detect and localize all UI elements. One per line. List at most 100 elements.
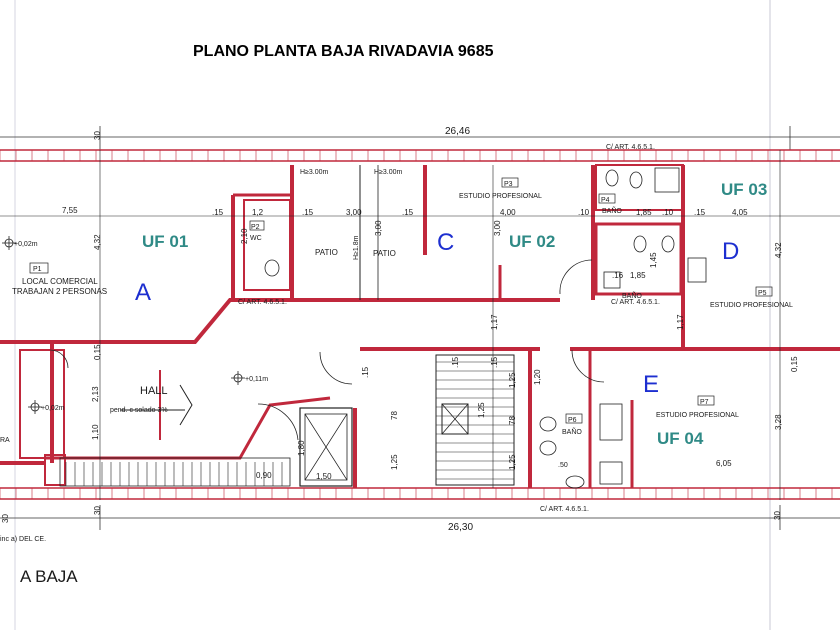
svg-text:30: 30 <box>93 131 102 140</box>
room-p7-label: ESTUDIO PROFESIONAL <box>656 412 739 419</box>
svg-text:30: 30 <box>1 514 10 523</box>
room-p7-tag: P7 <box>700 399 709 406</box>
art-note-mid-1: C/ ART. 4.6.5.1. <box>238 299 287 306</box>
art-note-top: C/ ART. 4.6.5.1. <box>606 144 655 151</box>
zone-e-label: E <box>643 371 659 398</box>
svg-text:3,28: 3,28 <box>774 414 783 430</box>
svg-text:2,13: 2,13 <box>91 386 100 402</box>
room-p3-tag: P3 <box>504 181 513 188</box>
svg-text:0,90: 0,90 <box>256 471 272 480</box>
svg-text:1,17: 1,17 <box>490 314 499 330</box>
svg-text:0,15: 0,15 <box>790 356 799 372</box>
dimension-labels: 7,55 4,32 1,2 .15 2,10 H≥3.00m H≥3.00m .… <box>1 131 799 523</box>
total-width-top: 26,46 <box>445 126 470 137</box>
room-p1-tag: P1 <box>33 266 42 273</box>
room-p3-label: ESTUDIO PROFESIONAL <box>459 193 542 200</box>
svg-text:.15: .15 <box>694 208 706 217</box>
patio-1-label: PATIO <box>315 248 338 257</box>
svg-text:H≥3.00m: H≥3.00m <box>300 169 329 176</box>
patio-2-label: PATIO <box>373 249 396 258</box>
svg-text:1,50: 1,50 <box>316 472 332 481</box>
level-marker: +0,02m <box>28 400 65 414</box>
svg-text:4,05: 4,05 <box>732 208 748 217</box>
svg-text:78: 78 <box>390 411 399 420</box>
svg-text:.15: .15 <box>402 208 414 217</box>
top-wall-band: C/ ART. 4.6.5.1. <box>0 144 840 162</box>
svg-text:1,80: 1,80 <box>297 440 306 456</box>
zone-d-label: D <box>722 238 739 265</box>
total-width-bottom: 26,30 <box>448 522 473 533</box>
svg-text:.15: .15 <box>451 356 460 368</box>
room-p4-label: BAÑO <box>602 206 622 215</box>
unit-uf04-label: UF 04 <box>657 429 704 448</box>
room-p6-label: BAÑO <box>562 427 582 436</box>
svg-text:.15: .15 <box>361 366 370 378</box>
svg-text:+0,02m: +0,02m <box>41 405 65 412</box>
svg-text:7,55: 7,55 <box>62 206 78 215</box>
svg-text:.50: .50 <box>558 462 568 469</box>
svg-text:1,85: 1,85 <box>630 271 646 280</box>
svg-text:0,15: 0,15 <box>93 344 102 360</box>
art-note-bottom: C/ ART. 4.6.5.1. <box>540 506 589 513</box>
svg-text:1,17: 1,17 <box>676 314 685 330</box>
level-markers: +0,02m +0,11m +0,02m <box>2 236 268 414</box>
svg-text:1,85: 1,85 <box>636 208 652 217</box>
svg-text:4,00: 4,00 <box>500 208 516 217</box>
svg-text:3,00: 3,00 <box>374 220 383 236</box>
level-marker: +0,11m <box>231 371 268 385</box>
svg-text:30: 30 <box>773 511 782 520</box>
svg-text:6,05: 6,05 <box>716 459 732 468</box>
svg-text:1,25: 1,25 <box>508 372 517 388</box>
bano-2-label: BAÑO <box>622 291 642 300</box>
svg-text:.10: .10 <box>578 208 590 217</box>
svg-text:4,32: 4,32 <box>93 234 102 250</box>
room-p6-tag: P6 <box>568 417 577 424</box>
zone-c-label: C <box>437 229 454 256</box>
svg-text:2,10: 2,10 <box>240 228 249 244</box>
svg-text:3,00: 3,00 <box>493 220 502 236</box>
room-wc-label: WC <box>250 235 262 242</box>
room-p1-line2: TRABAJAN 2 PERSONAS <box>12 287 107 296</box>
svg-text:1,25: 1,25 <box>508 454 517 470</box>
svg-text:.10: .10 <box>662 208 674 217</box>
hall-note: pend. c solado 3% <box>110 407 168 414</box>
left-fragment-label: RA <box>0 437 10 444</box>
plan-title: PLANO PLANTA BAJA RIVADAVIA 9685 <box>193 43 494 60</box>
svg-text:4,32: 4,32 <box>774 242 783 258</box>
svg-text:78: 78 <box>508 416 517 425</box>
room-labels: P1 LOCAL COMERCIAL TRABAJAN 2 PERSONAS P… <box>0 177 793 444</box>
svg-text:3,00: 3,00 <box>346 208 362 217</box>
svg-text:.15: .15 <box>302 208 314 217</box>
footer-fragment: A BAJA <box>20 567 78 586</box>
unit-uf03-label: UF 03 <box>721 180 767 199</box>
svg-text:1,25: 1,25 <box>390 454 399 470</box>
art-note-mid-2: C/ ART. 4.6.5.1. <box>611 299 660 306</box>
interior-lines <box>0 150 840 500</box>
svg-text:1,20: 1,20 <box>533 369 542 385</box>
unit-uf01-label: UF 01 <box>142 232 188 251</box>
svg-text:30: 30 <box>93 506 102 515</box>
svg-text:H≥1.8m: H≥1.8m <box>353 235 360 260</box>
svg-text:1,10: 1,10 <box>91 424 100 440</box>
hall-label: HALL <box>140 385 168 397</box>
svg-text:.16: .16 <box>612 271 624 280</box>
bottom-note: inc a) DEL CE. <box>0 536 46 543</box>
room-p5-tag: P5 <box>758 290 767 297</box>
walls <box>0 164 840 488</box>
svg-text:+0,02m: +0,02m <box>14 241 38 248</box>
svg-text:+0,11m: +0,11m <box>245 376 268 383</box>
level-marker: +0,02m <box>2 236 38 250</box>
room-p5-label: ESTUDIO PROFESIONAL <box>710 302 793 309</box>
svg-text:.15: .15 <box>490 356 499 368</box>
bottom-wall-band: C/ ART. 4.6.5.1. <box>0 487 840 513</box>
svg-text:1,25: 1,25 <box>477 402 486 418</box>
room-p4-tag: P4 <box>601 197 610 204</box>
svg-text:1,2: 1,2 <box>252 208 264 217</box>
unit-uf02-label: UF 02 <box>509 232 555 251</box>
svg-text:.15: .15 <box>212 208 224 217</box>
room-p1-line1: LOCAL COMERCIAL <box>22 277 98 286</box>
bottom-dimension: 26,30 inc a) DEL CE. <box>0 505 840 543</box>
zone-a-label: A <box>135 279 151 306</box>
svg-text:1,45: 1,45 <box>649 252 658 268</box>
